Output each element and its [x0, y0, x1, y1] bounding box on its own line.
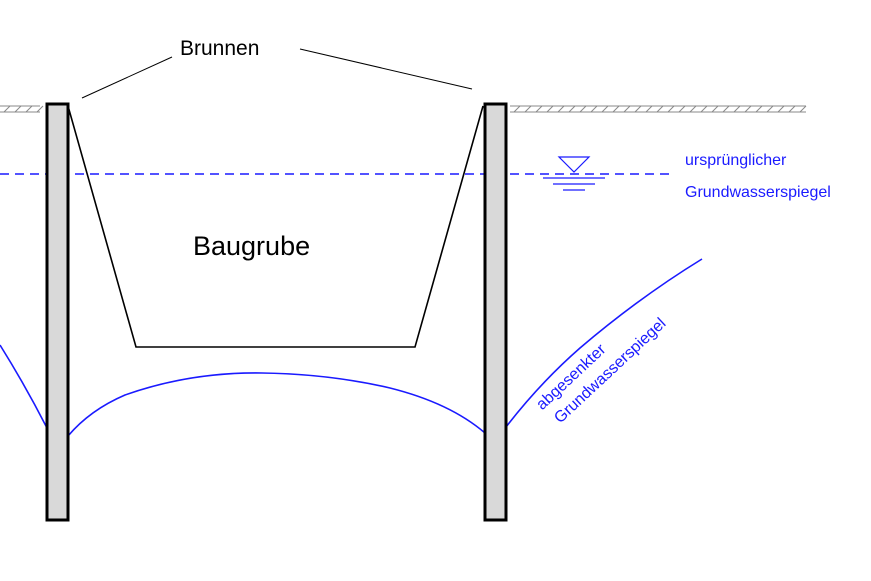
hatch-stroke: [634, 105, 642, 113]
hatch-stroke: [590, 105, 598, 113]
hatch-stroke: [700, 105, 708, 113]
hatch-stroke: [612, 105, 620, 113]
excavation-label: Baugrube: [193, 231, 310, 261]
hatch-stroke: [722, 105, 730, 113]
hatch-stroke: [766, 105, 774, 113]
hatch-stroke: [744, 105, 752, 113]
hatch-stroke: [25, 105, 33, 113]
hatch-stroke: [579, 105, 587, 113]
hatch-stroke: [645, 105, 653, 113]
hatch-stroke: [601, 105, 609, 113]
hatch-stroke: [656, 105, 664, 113]
hatch-stroke: [777, 105, 785, 113]
hatch-stroke: [788, 105, 796, 113]
hatch-stroke: [711, 105, 719, 113]
hatch-stroke: [3, 105, 11, 113]
lowered-water-label: abgesenkter Grundwasserspiegel: [533, 315, 669, 427]
hatch-stroke: [689, 105, 697, 113]
hatch-stroke: [667, 105, 675, 113]
hatch-stroke: [799, 105, 807, 113]
hatch-stroke: [568, 105, 576, 113]
water-level-symbol-icon: [543, 156, 605, 191]
hatch-stroke: [546, 105, 554, 113]
hatch-stroke: [513, 105, 521, 113]
hatch-stroke: [524, 105, 532, 113]
original-water-label-line1: ursprünglicher: [685, 152, 787, 169]
hatch-stroke: [733, 105, 741, 113]
well-left: [45, 102, 70, 522]
hatch-stroke: [623, 105, 631, 113]
hatch-stroke: [36, 105, 44, 113]
excavation-outline: [67, 105, 484, 348]
hatch-stroke: [535, 105, 543, 113]
original-water-label-line2: Grundwasserspiegel: [685, 184, 831, 201]
wells-leader-right: [299, 48, 473, 90]
hatch-stroke: [14, 105, 22, 113]
hatch-stroke: [755, 105, 763, 113]
hatch-stroke: [557, 105, 565, 113]
ground-surface-hatch: [0, 105, 807, 113]
wells-leader-left: [81, 56, 173, 99]
hatch-stroke: [678, 105, 686, 113]
lowered-groundwater-curve: [0, 258, 703, 437]
wells-label: Brunnen: [180, 37, 259, 60]
well-right: [483, 102, 508, 522]
